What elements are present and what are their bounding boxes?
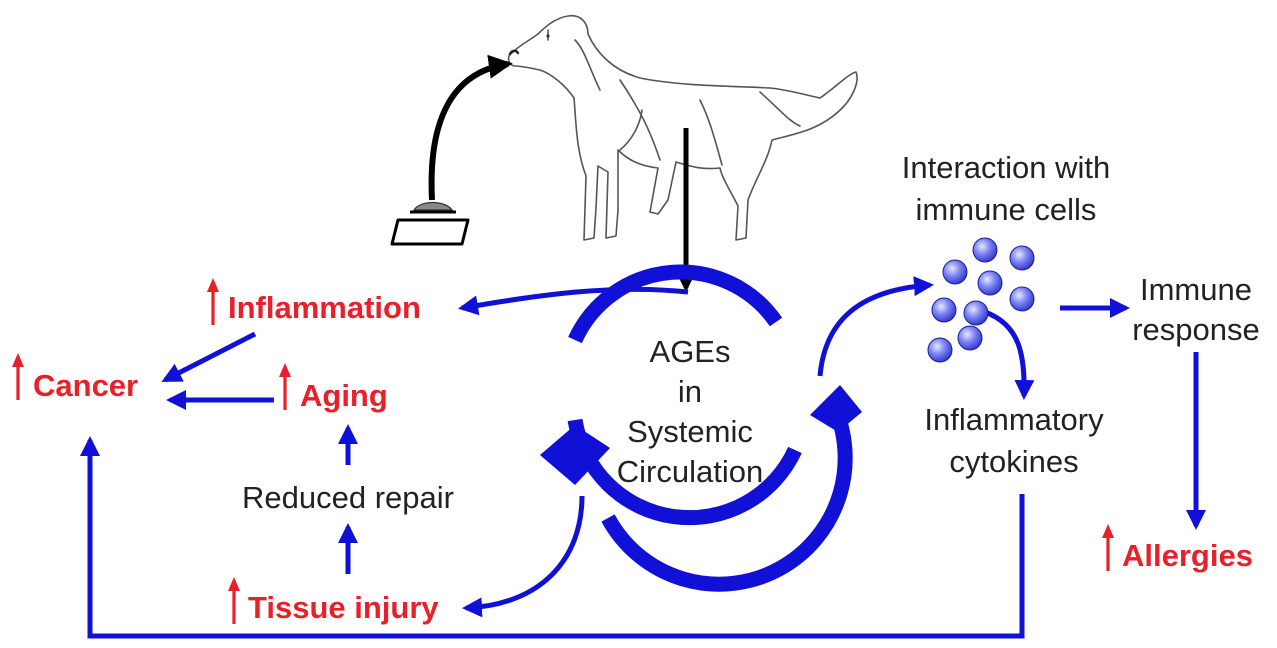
up-arrow-icon <box>12 353 24 400</box>
up-arrow-icon <box>279 363 291 410</box>
outcome-cancer: Cancer <box>33 368 138 403</box>
outcome-allergies: Allergies <box>1122 538 1253 573</box>
feeding-arrow <box>432 64 508 200</box>
inflammatory-label-line1: Inflammatory <box>924 402 1104 437</box>
arrow-to-immune-cells <box>820 285 930 376</box>
arrow-to-inflammation <box>462 289 688 308</box>
ages-label-line4: Circulation <box>617 454 763 489</box>
ages-label-line1: AGEs <box>650 334 731 369</box>
ages-label-line3: Systemic <box>627 414 753 449</box>
outcome-inflammation: Inflammation <box>228 290 421 325</box>
interaction-label-line2: immune cells <box>916 192 1097 227</box>
arrow-cytokines-to-cancer <box>90 440 1022 636</box>
arrow-to-tissue-injury <box>466 496 582 608</box>
arrow-to-cytokines <box>985 312 1024 396</box>
ages-label-line2: in <box>678 374 702 409</box>
dog-illustration <box>509 16 857 240</box>
immune-response-label-line1: Immune <box>1140 272 1252 307</box>
outcome-aging: Aging <box>300 378 388 413</box>
reduced-repair-label: Reduced repair <box>242 480 454 515</box>
up-arrow-icon <box>228 577 240 624</box>
up-arrow-icon <box>1102 524 1114 571</box>
outcome-tissue-injury: Tissue injury <box>248 590 439 625</box>
food-bowl-icon <box>392 203 468 245</box>
interaction-label-line1: Interaction with <box>902 150 1111 185</box>
inflammatory-label-line2: cytokines <box>949 444 1078 479</box>
up-arrow-icon <box>207 278 219 325</box>
arrow-inflammation-to-cancer <box>165 334 255 380</box>
immune-response-label-line2: response <box>1132 312 1260 347</box>
